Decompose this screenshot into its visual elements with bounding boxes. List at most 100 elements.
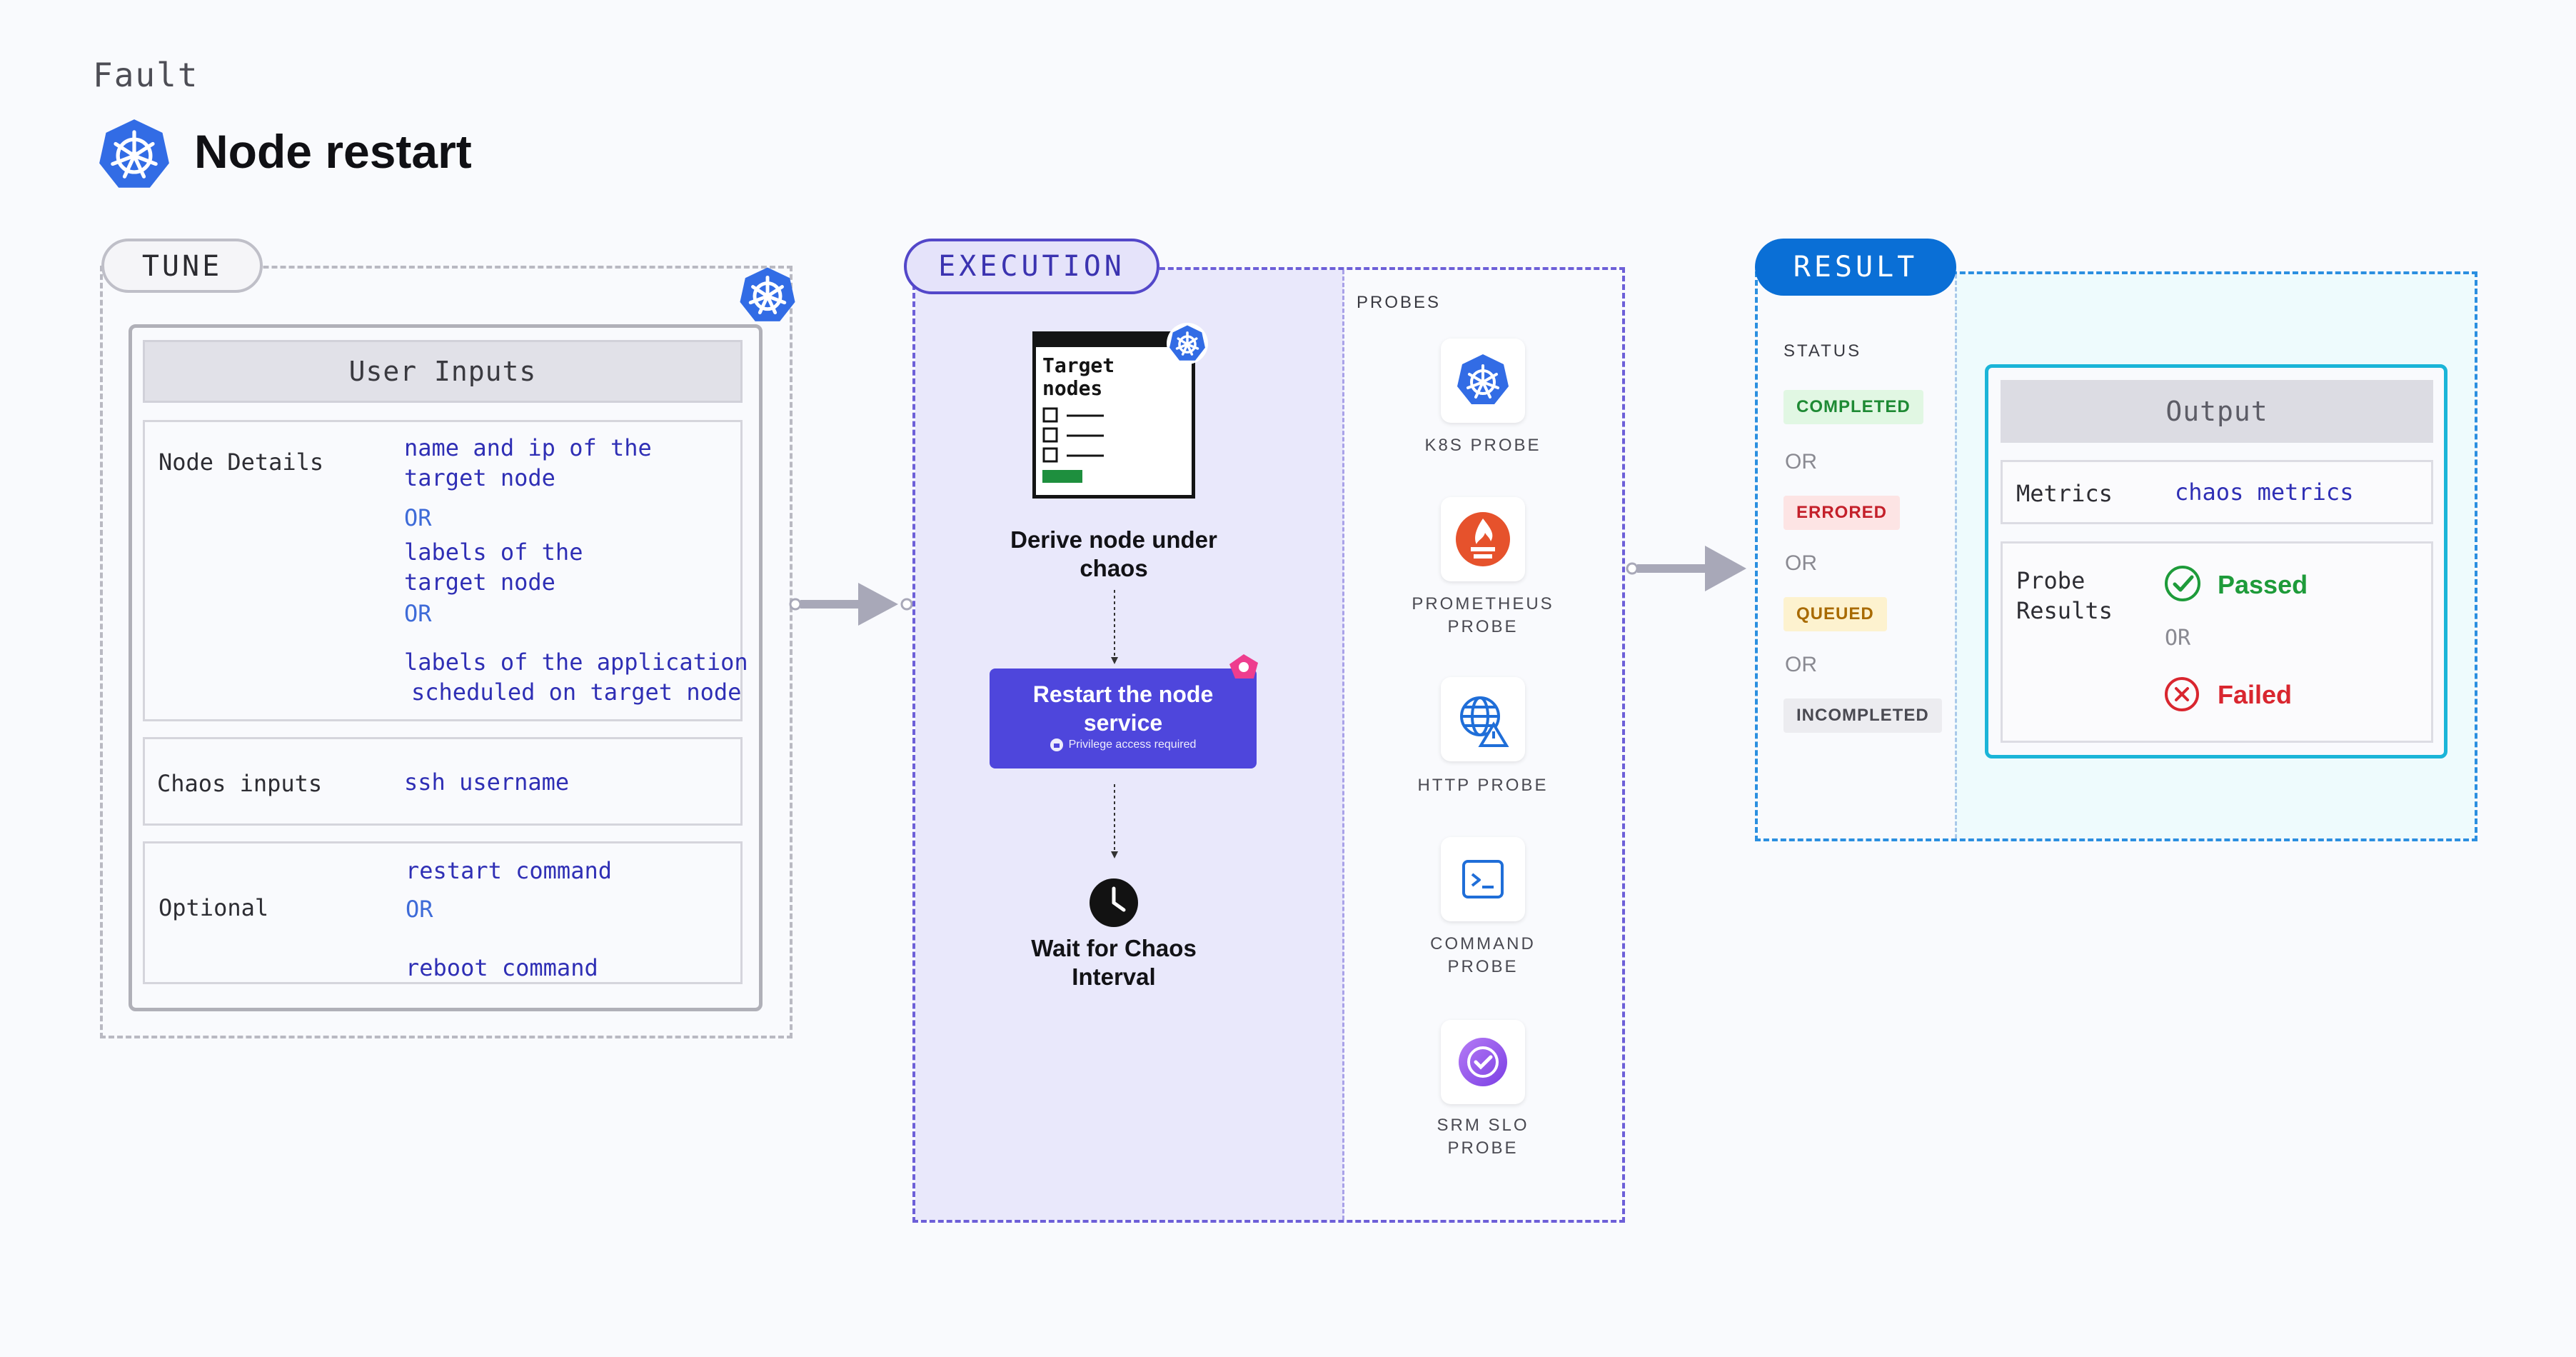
prometheus-probe-label: PROMETHEUS PROBE: [1397, 593, 1569, 639]
fault-label: Fault: [93, 56, 199, 94]
step-text-line: Restart the node: [1032, 681, 1214, 707]
option-text: scheduled on target node: [411, 678, 742, 706]
http-probe-label: HTTP PROBE: [1417, 776, 1549, 795]
node-details-option-1: name and ip of the target node: [404, 433, 652, 493]
optional-value-1: restart command: [406, 857, 612, 884]
prometheus-icon: [1456, 512, 1510, 566]
step-connector: [1111, 590, 1118, 664]
option-text: labels of the: [404, 539, 583, 566]
target-nodes-text: Target nodes: [1042, 354, 1115, 400]
x-circle-icon: [2165, 677, 2199, 711]
checklist-icon: [1042, 407, 1104, 483]
terminal-icon: [1462, 860, 1504, 898]
execution-pill: EXECUTION: [904, 239, 1159, 294]
command-probe-tile: [1441, 837, 1525, 921]
slo-icon: [1459, 1038, 1507, 1086]
harness-badge-icon: [1229, 654, 1258, 678]
or-label: OR: [1785, 653, 1817, 676]
step-text-line: Derive node under: [1010, 526, 1217, 553]
metrics-label: Metrics: [2016, 480, 2113, 507]
option-text: name and ip of the: [404, 434, 652, 461]
step-wait-chaos-interval: Wait for Chaos Interval: [985, 934, 1242, 991]
clock-icon: [1090, 878, 1138, 927]
command-probe-label: COMMAND PROBE: [1397, 933, 1569, 978]
optional-value-2: reboot command: [406, 954, 598, 981]
step-text-line: Wait for Chaos: [1031, 935, 1197, 961]
result-pill: RESULT: [1755, 239, 1956, 296]
kubernetes-icon: [1457, 354, 1509, 404]
option-text: labels of the application: [404, 649, 748, 676]
probe-label-line: COMMAND: [1430, 934, 1536, 953]
output-header: Output: [2001, 380, 2433, 443]
step-text-line: Interval: [1072, 963, 1156, 990]
passed-label: Passed: [2218, 570, 2308, 599]
option-text: target node: [404, 464, 555, 491]
node-details-option-3: labels of the application scheduled on t…: [404, 647, 748, 707]
or-label: OR: [404, 600, 432, 627]
or-label: OR: [1785, 450, 1817, 474]
chaos-inputs-value: ssh username: [404, 768, 570, 796]
privilege-note-text: Privilege access required: [1068, 738, 1197, 751]
prometheus-probe-tile: [1441, 497, 1525, 581]
target-text-line: nodes: [1042, 376, 1103, 400]
check-circle-icon: [2165, 566, 2200, 601]
globe-warning-icon: [1460, 696, 1509, 747]
or-label: OR: [404, 504, 432, 531]
kubernetes-icon: [99, 119, 169, 188]
execution-section: [912, 267, 1625, 1223]
tune-section: [100, 266, 793, 1038]
metrics-value: chaos metrics: [2175, 479, 2354, 506]
chaos-inputs-box: [143, 737, 743, 826]
kubernetes-icon: [740, 267, 795, 321]
optional-label: Optional: [159, 894, 269, 921]
probe-label-line: PROBE: [1447, 617, 1519, 636]
status-label: STATUS: [1783, 341, 1862, 361]
srm-slo-probe-tile: [1441, 1020, 1525, 1104]
chaos-inputs-label: Chaos inputs: [157, 770, 323, 797]
status-badge-queued: QUEUED: [1783, 597, 1887, 631]
result-section: [1755, 271, 2477, 841]
probe-results-line: Probe: [2016, 567, 2086, 594]
probe-label-line: PROBE: [1447, 957, 1519, 976]
probe-label-line: PROMETHEUS: [1412, 594, 1554, 614]
http-probe-tile: [1441, 677, 1525, 761]
or-label: OR: [2165, 626, 2191, 651]
probe-results-row: [2001, 541, 2433, 743]
lock-icon: [1050, 738, 1063, 751]
target-card-header: [1032, 331, 1195, 347]
flow-arrow: [789, 583, 913, 626]
or-label: OR: [406, 896, 433, 923]
page-title: Node restart: [194, 125, 472, 178]
probe-label-line: PROBE: [1447, 1138, 1519, 1158]
privilege-note: Privilege access required: [990, 738, 1257, 751]
step-restart-node-service: Restart the node service Privilege acces…: [990, 669, 1257, 768]
node-details-option-2: labels of the target node: [404, 537, 583, 597]
status-badge-errored: ERRORED: [1783, 496, 1901, 530]
option-text: target node: [404, 569, 555, 596]
probe-results-label: Probe Results: [2016, 566, 2113, 626]
k8s-probe-tile: [1441, 339, 1525, 423]
user-inputs-header: User Inputs: [143, 340, 743, 403]
probes-label: PROBES: [1357, 293, 1442, 312]
k8s-probe-label: K8S PROBE: [1424, 436, 1541, 455]
status-badge-incompleted: INCOMPLETED: [1783, 698, 1942, 733]
step-connector: [1111, 784, 1118, 858]
probe-label-line: SRM SLO: [1437, 1116, 1529, 1135]
step-text-line: service: [1083, 710, 1163, 736]
step-text-line: chaos: [1080, 555, 1148, 581]
node-details-box: [143, 420, 743, 721]
optional-box: [143, 841, 743, 984]
tune-pill: TUNE: [101, 239, 263, 293]
status-badge-completed: COMPLETED: [1783, 390, 1923, 424]
kubernetes-icon: [1167, 323, 1208, 364]
failed-label: Failed: [2218, 680, 2293, 709]
srm-slo-probe-label: SRM SLO PROBE: [1397, 1114, 1569, 1160]
or-label: OR: [1785, 551, 1817, 575]
flow-arrow: [1626, 546, 1746, 591]
metrics-row: [2001, 460, 2433, 524]
execution-divider: [1342, 270, 1344, 1220]
target-text-line: Target: [1042, 354, 1115, 377]
node-details-label: Node Details: [159, 449, 324, 476]
probe-results-line: Results: [2016, 597, 2113, 624]
result-divider: [1955, 274, 1957, 838]
